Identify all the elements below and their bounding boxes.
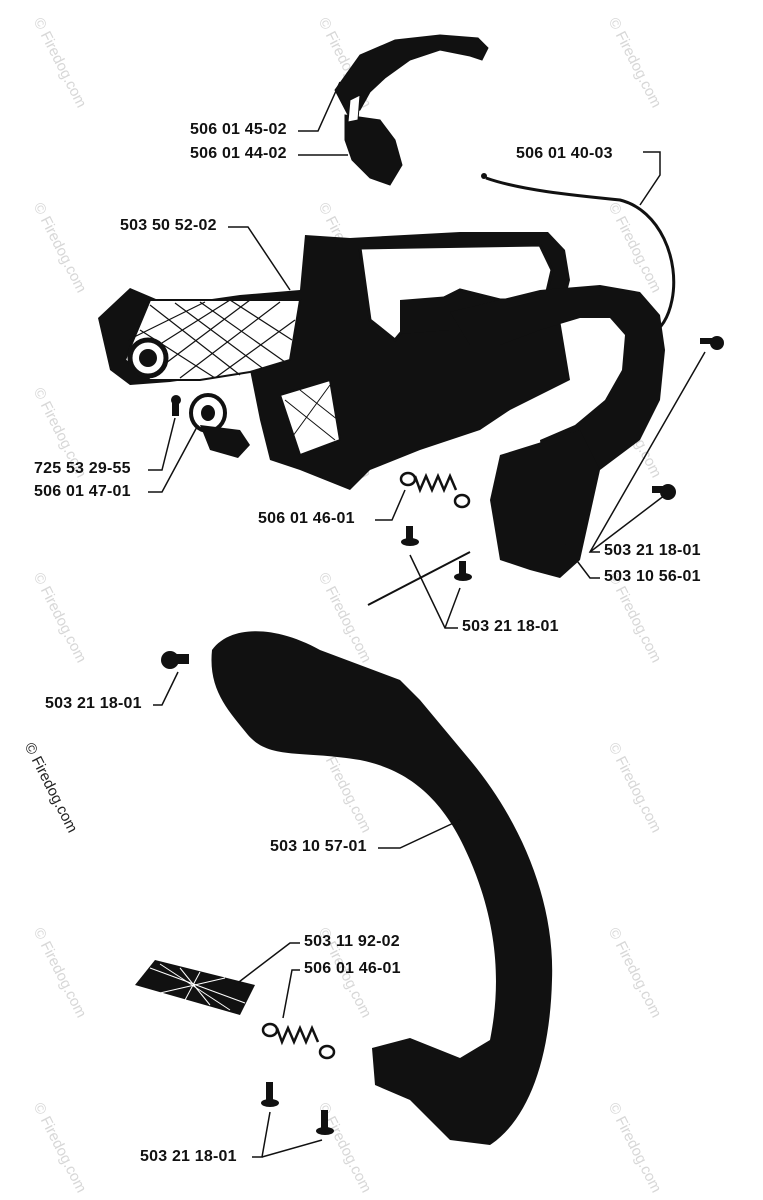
part-label: 506 01 47-01 — [34, 483, 131, 500]
part-label: 503 21 18-01 — [462, 618, 559, 635]
part-label: 503 21 18-01 — [45, 695, 142, 712]
part-label: 503 50 52-02 — [120, 217, 217, 234]
part-label: 503 10 56-01 — [604, 568, 701, 585]
part-label: 503 11 92-02 — [304, 933, 400, 950]
front-handle-bar — [211, 631, 553, 1145]
part-label: 506 01 46-01 — [258, 510, 355, 527]
part-label: 506 01 44-02 — [190, 145, 287, 162]
spring-icon — [261, 471, 471, 1060]
throttle-cable — [485, 176, 676, 337]
part-label: 503 21 18-01 — [604, 542, 701, 559]
part-label: 503 21 18-01 — [140, 1148, 237, 1165]
screw-icon — [161, 336, 724, 1135]
part-label: 506 01 45-02 — [190, 121, 287, 138]
rear-handle-grip — [450, 285, 665, 578]
small-cable — [367, 551, 471, 606]
grip-pad — [135, 960, 255, 1015]
rubber-buffer-part — [189, 393, 250, 458]
part-label: 506 01 46-01 — [304, 960, 401, 977]
throttle-lever-part — [334, 34, 489, 186]
part-label: 503 10 57-01 — [270, 838, 367, 855]
leader-lines — [148, 81, 706, 1158]
part-label: 506 01 40-03 — [516, 145, 613, 162]
part-label: 725 53 29-55 — [34, 460, 131, 477]
handle-housing — [98, 232, 570, 490]
